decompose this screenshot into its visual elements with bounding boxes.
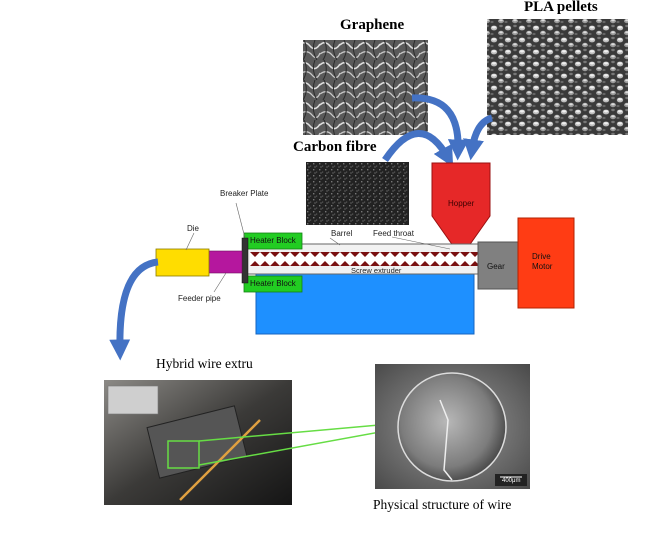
breaker-plate (242, 238, 248, 283)
drive-motor-label-2: Motor (532, 262, 552, 271)
breaker-plate-leader (236, 203, 245, 238)
screw-extruder-label: Screw extruder (351, 266, 401, 275)
wire-cross-section (398, 373, 506, 481)
pla-pellets-photo (487, 19, 628, 135)
carbon-fibre-label: Carbon fibre (293, 139, 376, 156)
heater-block-top-label: Heater Block (250, 236, 296, 245)
feeder-pipe-label: Feeder pipe (178, 294, 221, 303)
hybrid-wire-caption: Hybrid wire extru (156, 356, 253, 372)
hopper-label: Hopper (448, 199, 474, 208)
barrel-label: Barrel (331, 229, 352, 238)
drive-motor-label-1: Drive (532, 252, 551, 261)
carbon-fibre-photo (306, 162, 409, 225)
screw-extruder (250, 252, 478, 266)
pla-pellets-label: PLA pellets (524, 0, 598, 16)
carbon-fibre-arrow (385, 133, 448, 160)
breaker-plate-label: Breaker Plate (220, 189, 268, 198)
feed-throat-label: Feed throat (373, 229, 414, 238)
gear-label: Gear (487, 262, 505, 271)
graphene-label: Graphene (340, 17, 404, 34)
die-label: Die (187, 224, 199, 233)
graphene-photo (303, 40, 428, 135)
feeder-pipe (208, 251, 242, 273)
die (156, 249, 209, 276)
photo-box (108, 386, 158, 414)
physical-structure-caption: Physical structure of wire (373, 497, 511, 513)
feeder-pipe-leader (214, 273, 226, 292)
die-leader (186, 233, 194, 250)
output-arrow (120, 262, 158, 350)
scale-bar-text: 400μm (502, 478, 520, 484)
heater-block-bottom-label: Heater Block (250, 279, 296, 288)
